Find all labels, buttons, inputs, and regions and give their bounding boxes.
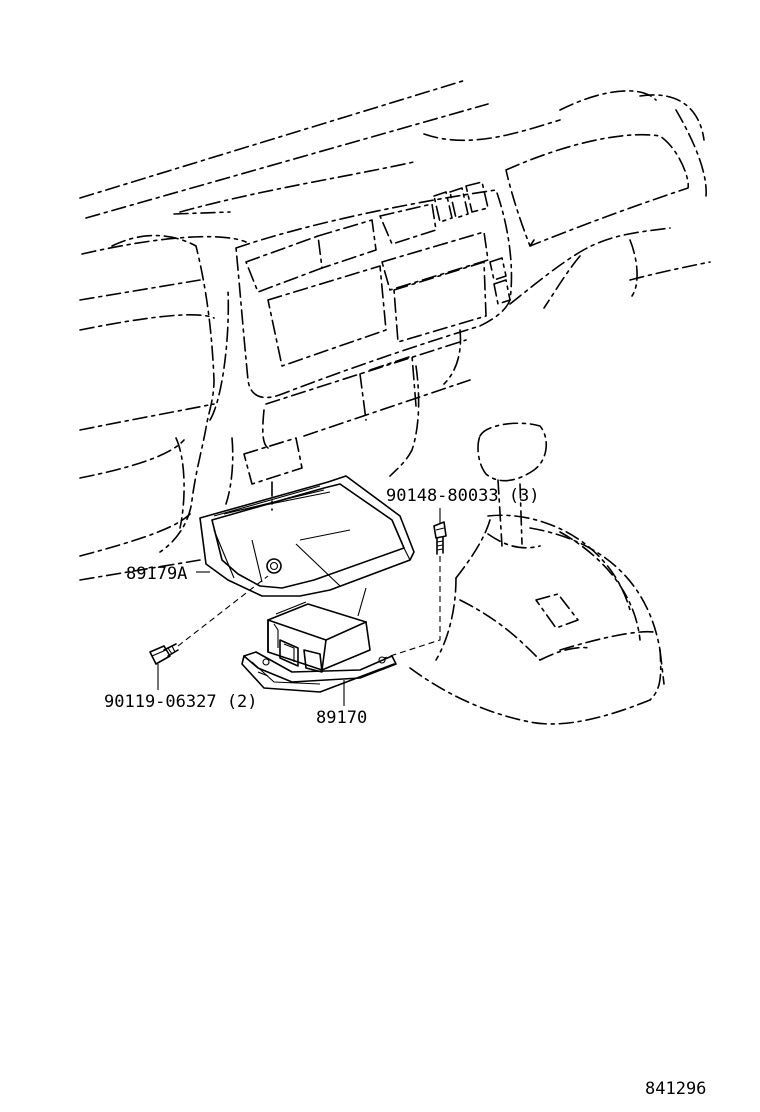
bracket-sensor-link xyxy=(357,587,367,617)
callout-bolt-upper: 90148-80033 (3) xyxy=(386,486,540,506)
sensor-89170 xyxy=(241,601,397,693)
callout-bracket: 89179A xyxy=(126,564,187,584)
callout-sensor: 89170 xyxy=(316,708,367,728)
bolt-90119-06327 xyxy=(149,643,179,665)
bracket-89179A xyxy=(199,475,415,597)
bolt-90148-80033 xyxy=(433,521,447,555)
figure-number: 841296 xyxy=(645,1079,706,1099)
bolt-lower-leader xyxy=(177,575,269,647)
callout-bolt-lower: 90119-06327 (2) xyxy=(104,692,258,712)
dashboard-outline xyxy=(79,79,711,581)
bolt-upper-leader xyxy=(383,556,441,659)
dash-opening-outline xyxy=(243,437,303,485)
shift-console-outline xyxy=(409,422,665,725)
